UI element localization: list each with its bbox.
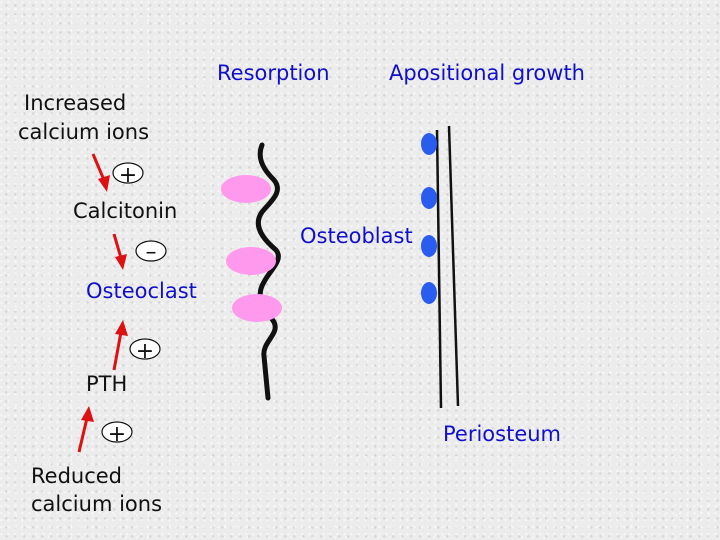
svg-text:+: +	[119, 163, 137, 188]
label-osteoblast: Osteoblast	[300, 224, 413, 248]
arrow-down-1	[91, 153, 110, 192]
plus-sign-2: +	[129, 338, 161, 364]
svg-text:+: +	[136, 339, 154, 364]
minus-sign-1: –	[135, 240, 167, 265]
label-calcitonin: Calcitonin	[73, 199, 178, 223]
osteoblast-cell-2	[421, 187, 437, 209]
bone-resorption-surface	[255, 142, 281, 401]
label-reduced-calcium-line1: Reduced	[31, 464, 123, 488]
periosteum-line-1	[435, 129, 443, 409]
label-increased-calcium-line2: calcium ions	[18, 120, 150, 144]
label-reduced-calcium-line2: calcium ions	[31, 492, 163, 516]
label-pth: PTH	[86, 372, 128, 396]
arrow-up-1	[112, 320, 128, 371]
svg-text:–: –	[146, 240, 157, 265]
osteoblast-cell-4	[421, 282, 437, 304]
arrow-down-2	[112, 233, 127, 270]
osteoclast-cell-2	[226, 247, 276, 275]
label-resorption: Resorption	[217, 61, 330, 85]
svg-text:+: +	[108, 422, 126, 447]
plus-sign-1: +	[112, 162, 144, 188]
osteoclast-cell-1	[221, 175, 271, 203]
label-periosteum: Periosteum	[443, 422, 562, 446]
periosteum-line-2	[447, 125, 460, 407]
label-increased-calcium-line1: Increased	[24, 91, 127, 115]
plus-sign-3: +	[101, 421, 133, 447]
osteoclast-cell-3	[232, 294, 282, 322]
label-appositional-growth: Apositional growth	[389, 61, 585, 85]
osteoblast-cell-3	[421, 235, 437, 257]
arrow-up-2	[77, 406, 94, 453]
label-osteoclast: Osteoclast	[86, 279, 197, 303]
osteoblast-cell-1	[421, 133, 437, 155]
